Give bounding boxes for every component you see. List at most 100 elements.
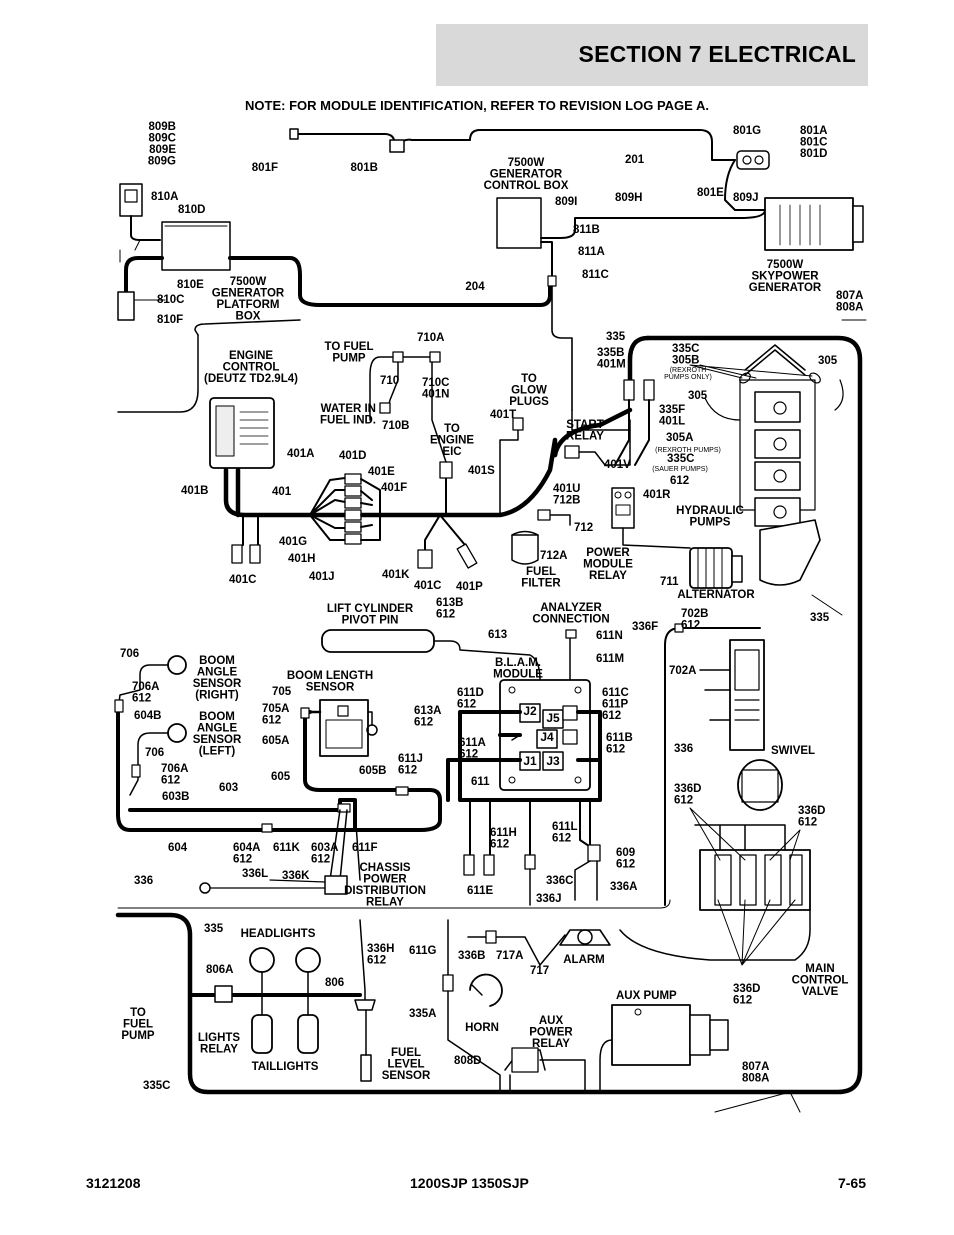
label-j1: J1 bbox=[523, 754, 537, 768]
headlight-right bbox=[295, 947, 321, 973]
label-l401H: 401H bbox=[288, 553, 316, 565]
lights-relay bbox=[214, 985, 233, 1003]
section-title: SECTION 7 ELECTRICAL bbox=[578, 41, 856, 67]
label-l401G: 401G bbox=[279, 536, 307, 548]
analyzer-connection bbox=[565, 629, 577, 639]
aux-power-relay bbox=[511, 1047, 539, 1073]
boom-angle-sensor-right bbox=[167, 655, 187, 675]
connector-336F bbox=[674, 623, 684, 633]
boom-angle-sensor-left bbox=[167, 723, 187, 743]
connector-801G bbox=[736, 150, 770, 170]
fuel-level-sensor bbox=[360, 1054, 372, 1082]
chassis-power-relay bbox=[324, 875, 348, 895]
label-l605B: 605B bbox=[359, 765, 387, 777]
taillight-left bbox=[251, 1014, 273, 1054]
label-l810F: 810F bbox=[157, 314, 183, 326]
connector-335A bbox=[442, 974, 454, 992]
label-l335C3: 335C bbox=[143, 1080, 171, 1092]
lift-cylinder-pivot-pin bbox=[321, 629, 435, 653]
label-l401K: 401K bbox=[382, 569, 410, 581]
label-l810D: 810D bbox=[178, 204, 206, 216]
alarm bbox=[559, 929, 611, 946]
label-l810C: 810C bbox=[157, 294, 185, 306]
label-sauerpumps: (SAUER PUMPS) bbox=[652, 466, 708, 473]
label-j4: J4 bbox=[540, 730, 554, 744]
label-alarm: ALARM bbox=[563, 954, 605, 966]
label-l801F: 801F bbox=[252, 162, 278, 174]
label-l702A: 702A bbox=[669, 665, 697, 677]
blam-harness bbox=[458, 710, 602, 802]
connector-336J bbox=[524, 854, 536, 870]
label-l335r: 335 bbox=[810, 612, 830, 624]
label-l401D: 401D bbox=[339, 450, 367, 462]
model-numbers: 1200SJP 1350SJP bbox=[410, 1175, 529, 1191]
label-l611F: 611F bbox=[352, 842, 378, 854]
label-l611: 611 bbox=[471, 776, 490, 788]
connector-611K bbox=[261, 823, 273, 833]
label-l806: 806 bbox=[325, 977, 344, 989]
label-j5: J5 bbox=[546, 711, 560, 725]
label-blam: B.L.A.M.MODULE bbox=[493, 657, 543, 681]
label-l401C: 401C bbox=[229, 574, 257, 586]
label-l336C: 336C bbox=[546, 875, 574, 887]
start-relay bbox=[564, 445, 580, 459]
page-number: 7-65 bbox=[837, 1175, 866, 1191]
label-l305A: 305A bbox=[666, 432, 694, 444]
aux-pump bbox=[611, 1004, 691, 1066]
label-l336K: 336K bbox=[282, 870, 310, 882]
label-l336left: 336 bbox=[134, 875, 153, 887]
label-l401E: 401E bbox=[368, 466, 395, 478]
label-l717A: 717A bbox=[496, 950, 524, 962]
label-l611K: 611K bbox=[273, 842, 301, 854]
label-l401J: 401J bbox=[309, 571, 335, 583]
section-header: SECTION 7 ELECTRICAL bbox=[436, 24, 868, 86]
label-l401B: 401B bbox=[181, 485, 209, 497]
connector-811C bbox=[547, 275, 557, 287]
connector-609 bbox=[587, 844, 601, 862]
wire-605 bbox=[116, 708, 442, 832]
glow-plug-connector bbox=[512, 417, 524, 431]
water-in-fuel-connector bbox=[379, 402, 391, 414]
label-l401S: 401S bbox=[468, 465, 495, 477]
label-l612a: 612 bbox=[670, 475, 689, 487]
fuel-filter bbox=[511, 534, 539, 565]
switch-809 bbox=[119, 183, 143, 217]
label-l706b: 706 bbox=[145, 747, 164, 759]
label-l305r: 305 bbox=[818, 355, 838, 367]
label-l336A: 336A bbox=[610, 881, 638, 893]
wire-801E bbox=[724, 159, 766, 211]
label-l336L: 336L bbox=[242, 868, 268, 880]
label-j3: J3 bbox=[546, 754, 560, 768]
label-l706: 706 bbox=[120, 648, 139, 660]
label-l401A: 401A bbox=[287, 448, 315, 460]
